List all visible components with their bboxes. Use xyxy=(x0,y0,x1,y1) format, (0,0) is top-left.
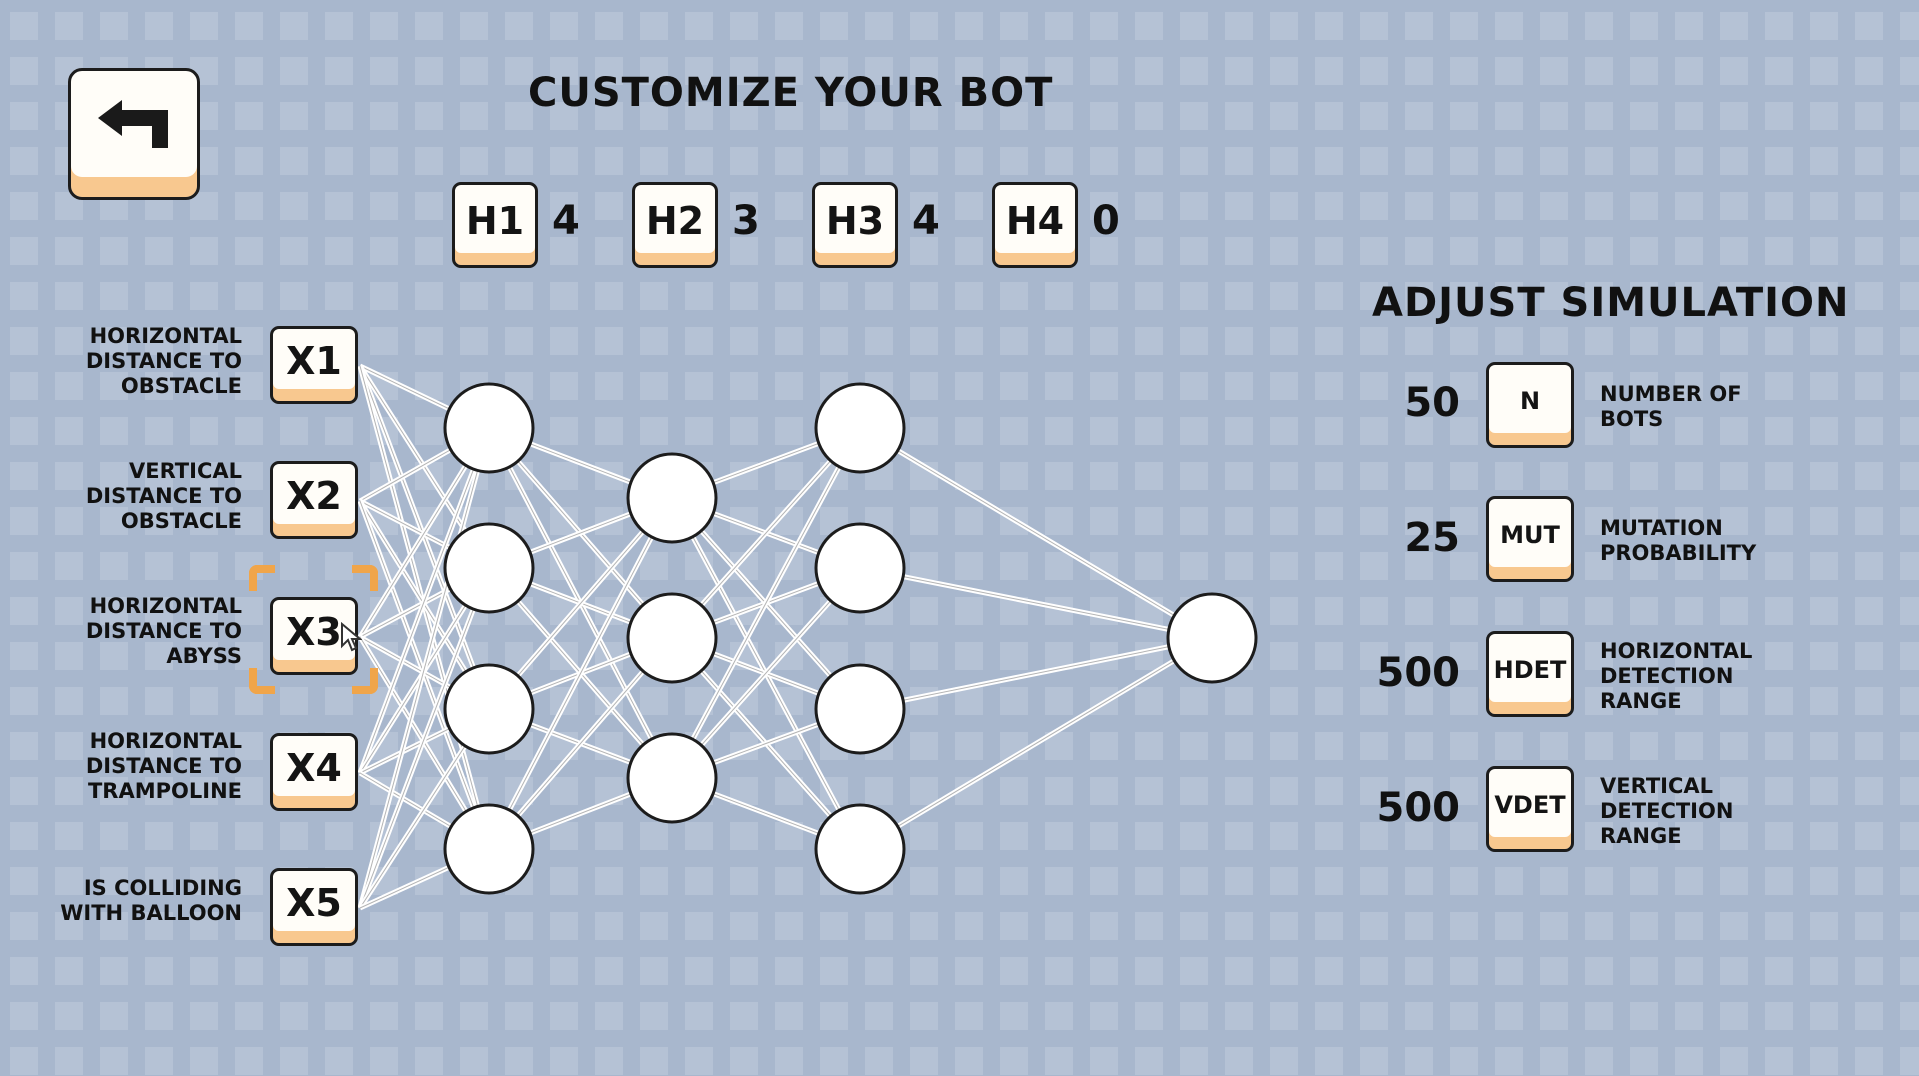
input-x1-button[interactable]: X1 xyxy=(270,326,358,404)
network-connection xyxy=(357,427,492,774)
network-connection-edge xyxy=(859,427,1213,639)
param-hdet-value: 500 xyxy=(1376,650,1461,696)
network-connection-edge xyxy=(671,427,861,639)
hidden-layer-h2-button[interactable]: H2 xyxy=(632,182,718,268)
param-mut-value: 25 xyxy=(1404,515,1460,561)
param-vdet-button[interactable]: VDET xyxy=(1486,766,1574,852)
hidden-node xyxy=(443,382,535,474)
selection-corner-top-right xyxy=(352,565,378,591)
hidden-node xyxy=(814,803,906,895)
input-x2-button[interactable]: X2 xyxy=(270,461,358,539)
hidden-layer-h2-value: 3 xyxy=(732,198,760,244)
hidden-node xyxy=(626,452,718,544)
network-connection xyxy=(357,567,492,909)
selection-corner-bottom-left xyxy=(249,668,275,694)
hidden-node xyxy=(814,663,906,755)
hidden-layer-h3-value: 4 xyxy=(912,198,940,244)
selection-corner-top-left xyxy=(249,565,275,591)
network-connection xyxy=(670,566,862,780)
hidden-layer-h1-value: 4 xyxy=(552,198,580,244)
network-connection xyxy=(357,365,492,710)
network-connection xyxy=(858,635,1214,852)
network-connection xyxy=(357,427,492,909)
input-x5-button[interactable]: X5 xyxy=(270,868,358,946)
hidden-node xyxy=(626,732,718,824)
network-connection-edge xyxy=(359,427,490,909)
param-n-value: 50 xyxy=(1404,380,1460,426)
hidden-node xyxy=(626,592,718,684)
network-connection xyxy=(859,565,1213,641)
network-connection-edge xyxy=(359,427,490,774)
network-connection-edge xyxy=(671,427,861,779)
network-connection xyxy=(669,426,863,780)
network-connection xyxy=(859,635,1213,712)
network-connection xyxy=(486,496,675,851)
param-vdet-value: 500 xyxy=(1376,785,1461,831)
network-connection xyxy=(487,496,674,711)
network-connection-edge xyxy=(859,637,1213,850)
hidden-layer-h4-value: 0 xyxy=(1092,198,1120,244)
back-arrow-icon xyxy=(98,100,168,148)
hidden-layer-h1-button[interactable]: H1 xyxy=(452,182,538,268)
hidden-node xyxy=(814,522,906,614)
network-connection-edge xyxy=(488,497,673,850)
hidden-node xyxy=(443,803,535,895)
page-title: CUSTOMIZE YOUR BOT xyxy=(528,70,1054,116)
network-connection-edge xyxy=(359,365,490,710)
param-hdet-button[interactable]: HDET xyxy=(1486,631,1574,717)
hidden-node xyxy=(443,522,535,614)
network-connection-edge xyxy=(359,567,490,909)
network-connection-edge xyxy=(488,637,673,850)
param-mut-button[interactable]: MUT xyxy=(1486,496,1574,582)
back-button[interactable] xyxy=(68,68,200,200)
hidden-node xyxy=(814,382,906,474)
network-connection-edge xyxy=(859,567,1213,639)
param-n-button[interactable]: N xyxy=(1486,362,1574,448)
network-connection-edge xyxy=(488,497,673,710)
hidden-layer-h3-button[interactable]: H3 xyxy=(812,182,898,268)
simulation-title: ADJUST SIMULATION xyxy=(1372,280,1850,326)
network-connection xyxy=(670,426,862,640)
output-node xyxy=(1166,592,1258,684)
hidden-layer-h4-button[interactable]: H4 xyxy=(992,182,1078,268)
input-x4-button[interactable]: X4 xyxy=(270,733,358,811)
network-connection-edge xyxy=(859,637,1213,710)
mouse-cursor-icon xyxy=(341,622,362,652)
network-connection xyxy=(487,636,674,851)
hidden-node xyxy=(443,663,535,755)
network-connection xyxy=(858,425,1214,641)
selection-corner-bottom-right xyxy=(352,668,378,694)
network-connection-edge xyxy=(671,567,861,779)
